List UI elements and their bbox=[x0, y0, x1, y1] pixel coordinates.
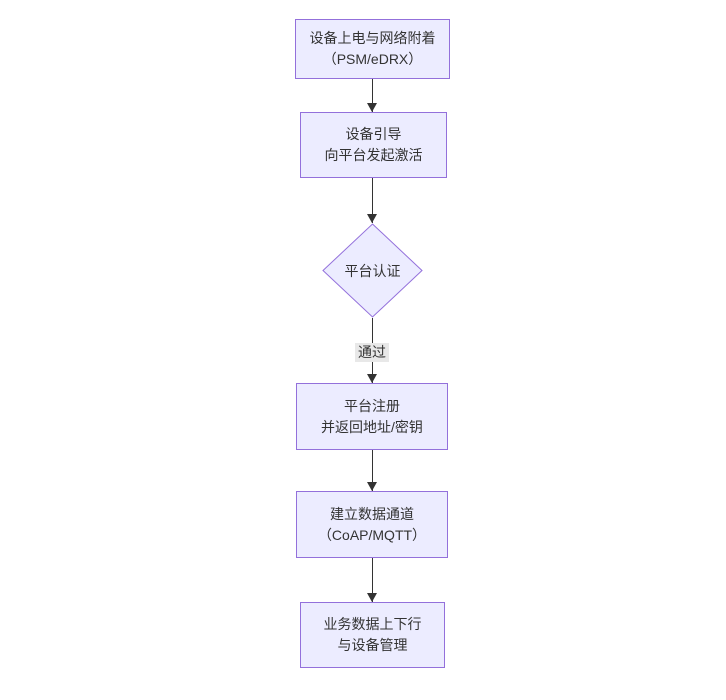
arrowhead-down-icon bbox=[367, 374, 377, 383]
node-bootstrap-line1: 设备引导 bbox=[345, 126, 402, 142]
node-channel-line1: 建立数据通道 bbox=[330, 505, 414, 522]
arrowhead-down-icon bbox=[367, 214, 377, 223]
arrowhead-down-icon bbox=[367, 593, 377, 602]
node-channel: 建立数据通道 （CoAP/MQTT） bbox=[296, 491, 448, 558]
node-register-line2: 并返回地址/密钥 bbox=[321, 418, 423, 435]
node-bootstrap-line2: 向平台发起激活 bbox=[324, 147, 423, 163]
node-business-line2: 与设备管理 bbox=[337, 637, 408, 653]
arrowhead-down-icon bbox=[367, 482, 377, 491]
node-bootstrap: 设备引导 向平台发起激活 bbox=[300, 112, 447, 178]
node-auth-decision: 平台认证 bbox=[322, 223, 423, 318]
edge-line bbox=[371, 450, 373, 491]
node-power-attach-line1: 设备上电与网络附着 bbox=[309, 30, 436, 46]
node-register: 平台注册 并返回地址/密钥 bbox=[296, 383, 448, 450]
edge-line bbox=[371, 558, 373, 602]
node-auth-label: 平台认证 bbox=[344, 262, 401, 279]
edge-line bbox=[371, 178, 373, 223]
node-business: 业务数据上下行 与设备管理 bbox=[300, 602, 445, 668]
edge-label-pass: 通过 bbox=[355, 343, 389, 362]
diamond-shape bbox=[322, 223, 423, 318]
node-business-line1: 业务数据上下行 bbox=[323, 616, 422, 632]
node-register-line1: 平台注册 bbox=[344, 397, 400, 414]
node-power-attach: 设备上电与网络附着 （PSM/eDRX） bbox=[295, 19, 450, 79]
node-power-attach-line2: （PSM/eDRX） bbox=[322, 51, 423, 67]
arrowhead-down-icon bbox=[367, 103, 377, 112]
node-channel-line2: （CoAP/MQTT） bbox=[317, 526, 427, 543]
edge-line bbox=[371, 79, 373, 112]
